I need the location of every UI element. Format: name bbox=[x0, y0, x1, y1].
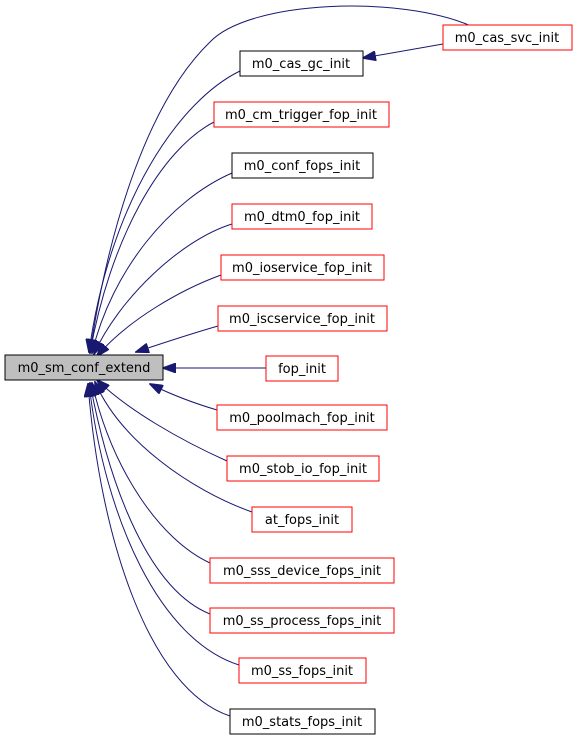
node-conf-fops[interactable]: m0_conf_fops_init bbox=[231, 152, 374, 179]
node-poolmach[interactable]: m0_poolmach_fop_init bbox=[216, 404, 388, 431]
node-ss-fops[interactable]: m0_ss_fops_init bbox=[238, 657, 367, 684]
node-stats-fops[interactable]: m0_stats_fops_init bbox=[229, 708, 376, 735]
edge-ss-process-to-center bbox=[90, 383, 211, 615]
node-cas-svc-init[interactable]: m0_cas_svc_init bbox=[442, 24, 573, 51]
node-cas-gc-init-label: m0_cas_gc_init bbox=[252, 57, 350, 72]
node-sss-device[interactable]: m0_sss_device_fops_init bbox=[209, 557, 395, 584]
nodes: m0_sm_conf_extend m0_cas_svc_init m0_cas… bbox=[4, 24, 573, 735]
edge-stats-fops-to-center bbox=[88, 384, 231, 717]
node-cas-svc-init-label: m0_cas_svc_init bbox=[455, 31, 560, 46]
node-dtm0[interactable]: m0_dtm0_fop_init bbox=[231, 203, 373, 230]
node-conf-fops-label: m0_conf_fops_init bbox=[244, 159, 360, 174]
node-iscservice[interactable]: m0_iscservice_fop_init bbox=[217, 305, 388, 332]
node-poolmach-label: m0_poolmach_fop_init bbox=[229, 411, 375, 426]
node-fop-init-label: fop_init bbox=[278, 362, 326, 377]
edge-iscservice-to-center bbox=[136, 325, 219, 352]
node-at-fops-label: at_fops_init bbox=[265, 513, 339, 528]
node-cas-gc-init[interactable]: m0_cas_gc_init bbox=[239, 50, 364, 77]
edge-dtm0-to-center bbox=[94, 223, 233, 354]
edge-ss-fops-to-center bbox=[89, 384, 240, 666]
node-at-fops[interactable]: at_fops_init bbox=[251, 506, 353, 533]
edge-cas-svc-init-to-cas-gc-init bbox=[363, 43, 444, 58]
node-ss-process[interactable]: m0_ss_process_fops_init bbox=[209, 607, 395, 634]
node-center[interactable]: m0_sm_conf_extend bbox=[4, 354, 164, 381]
edge-stob-io-to-center bbox=[97, 380, 228, 462]
node-ioservice[interactable]: m0_ioservice_fop_init bbox=[220, 254, 385, 281]
node-sss-device-label: m0_sss_device_fops_init bbox=[223, 564, 381, 579]
node-stats-fops-label: m0_stats_fops_init bbox=[242, 715, 362, 730]
node-cm-trigger-label: m0_cm_trigger_fop_init bbox=[225, 108, 377, 123]
node-stob-io[interactable]: m0_stob_io_fop_init bbox=[226, 455, 380, 482]
node-iscservice-label: m0_iscservice_fop_init bbox=[229, 312, 375, 327]
edge-at-fops-to-center bbox=[95, 382, 253, 513]
edge-ioservice-to-center bbox=[97, 274, 222, 356]
edge-sss-device-to-center bbox=[92, 383, 211, 564]
node-cm-trigger[interactable]: m0_cm_trigger_fop_init bbox=[213, 101, 390, 128]
node-ss-process-label: m0_ss_process_fops_init bbox=[223, 614, 382, 629]
node-fop-init[interactable]: fop_init bbox=[265, 355, 339, 382]
node-center-label: m0_sm_conf_extend bbox=[18, 361, 151, 376]
node-ioservice-label: m0_ioservice_fop_init bbox=[232, 261, 372, 276]
edge-conf-fops-to-center bbox=[92, 172, 233, 353]
node-stob-io-label: m0_stob_io_fop_init bbox=[239, 462, 367, 477]
edges bbox=[88, 5, 472, 717]
edge-poolmach-to-center bbox=[150, 384, 218, 411]
node-dtm0-label: m0_dtm0_fop_init bbox=[244, 210, 360, 225]
edge-cas-gc-init-to-center bbox=[89, 70, 241, 352]
edge-cas-svc-init-to-center bbox=[90, 5, 472, 352]
edge-cm-trigger-to-center bbox=[90, 121, 215, 353]
node-ss-fops-label: m0_ss_fops_init bbox=[251, 664, 353, 679]
